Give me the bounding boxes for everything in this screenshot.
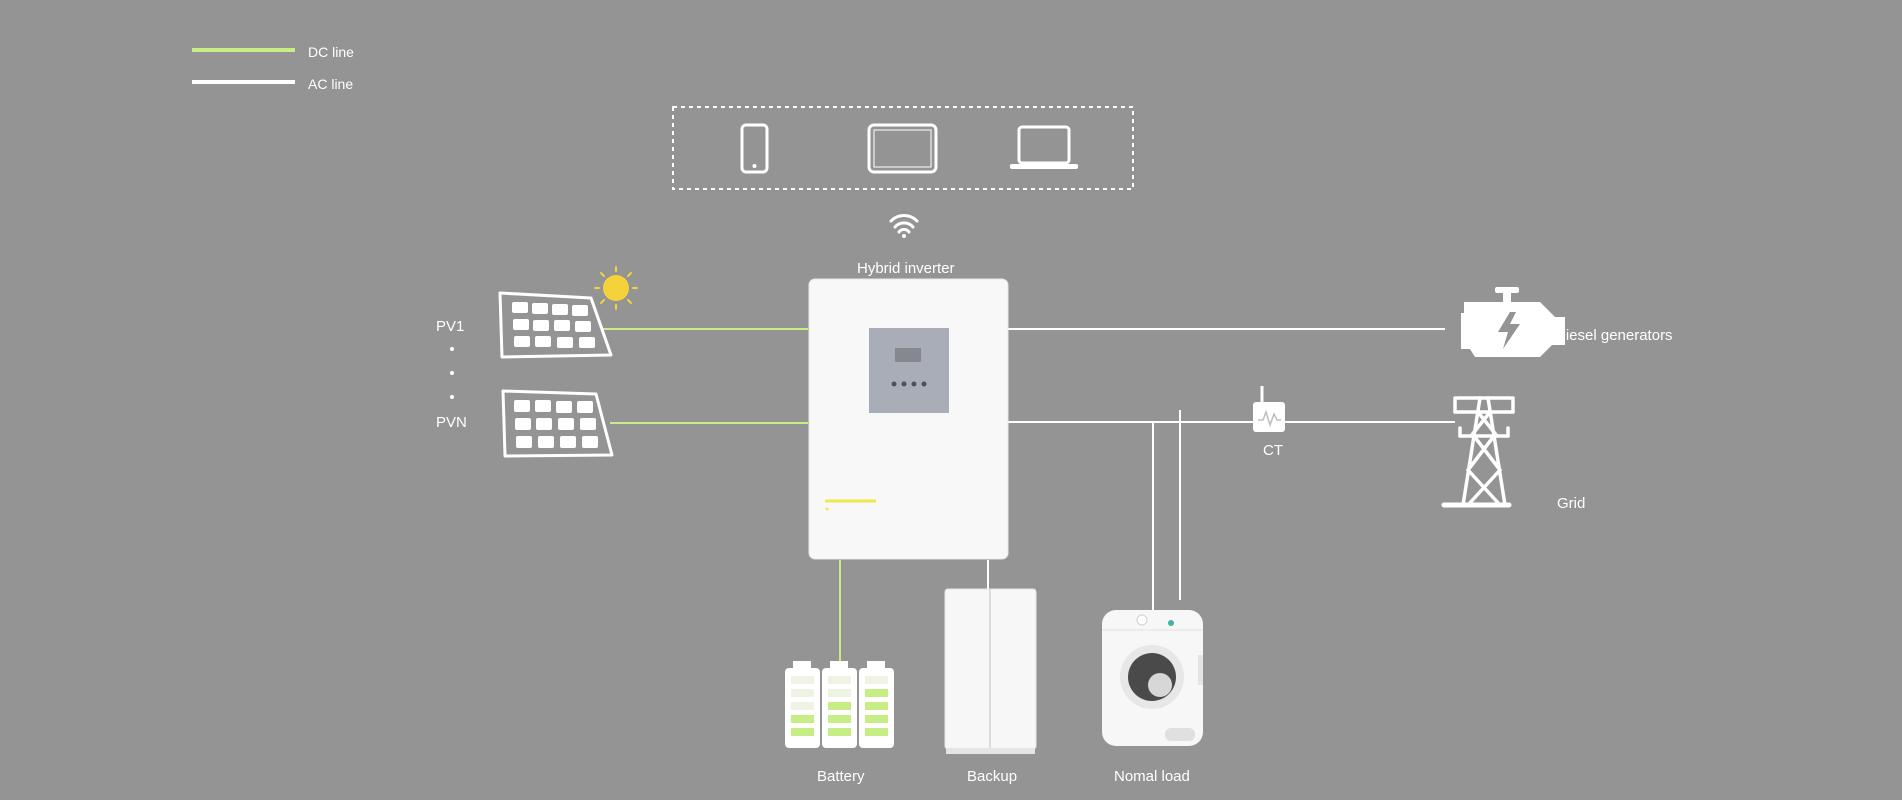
pv1-label: PV1 (436, 318, 465, 335)
pv-ellipsis-dot (450, 347, 454, 351)
ct-sensor-icon (1253, 386, 1285, 432)
battery-label: Battery (817, 768, 865, 785)
backup-unit-icon (944, 588, 1037, 754)
wifi-icon (889, 214, 919, 238)
backup-label: Backup (967, 768, 1018, 785)
washing-machine-icon (1102, 610, 1203, 746)
inverter-control-panel (869, 328, 949, 413)
solar-panel-pvn-icon (501, 389, 614, 458)
monitoring-devices-box (672, 106, 1134, 190)
laptop-icon (1010, 125, 1078, 169)
legend-ac-label: AC line (308, 76, 354, 92)
smartphone-icon (740, 123, 769, 174)
solar-panel-pv1-icon (498, 291, 613, 359)
engine-icon (1461, 287, 1565, 357)
hybrid-inverter-unit (808, 278, 1009, 560)
sun-icon (594, 266, 638, 310)
inverter-label: Hybrid inverter (857, 260, 955, 277)
inverter-buttons (891, 381, 927, 387)
power-tower-icon (1441, 396, 1515, 508)
pv-ellipsis-dot (450, 395, 454, 399)
legend-dc-label: DC line (308, 44, 354, 60)
diesel-label: Diesel generators (1555, 327, 1673, 344)
load-label: Nomal load (1114, 768, 1190, 785)
battery-pack-icon (785, 661, 894, 748)
battery-cell-3 (859, 661, 894, 748)
battery-cell-2 (822, 661, 857, 748)
tablet-icon (867, 123, 938, 174)
battery-cell-1 (785, 661, 820, 748)
pvn-label: PVN (436, 414, 467, 431)
ct-label: CT (1263, 442, 1283, 459)
grid-label: Grid (1557, 495, 1586, 512)
pv-ellipsis-dot (450, 371, 454, 375)
inverter-display (895, 348, 921, 362)
